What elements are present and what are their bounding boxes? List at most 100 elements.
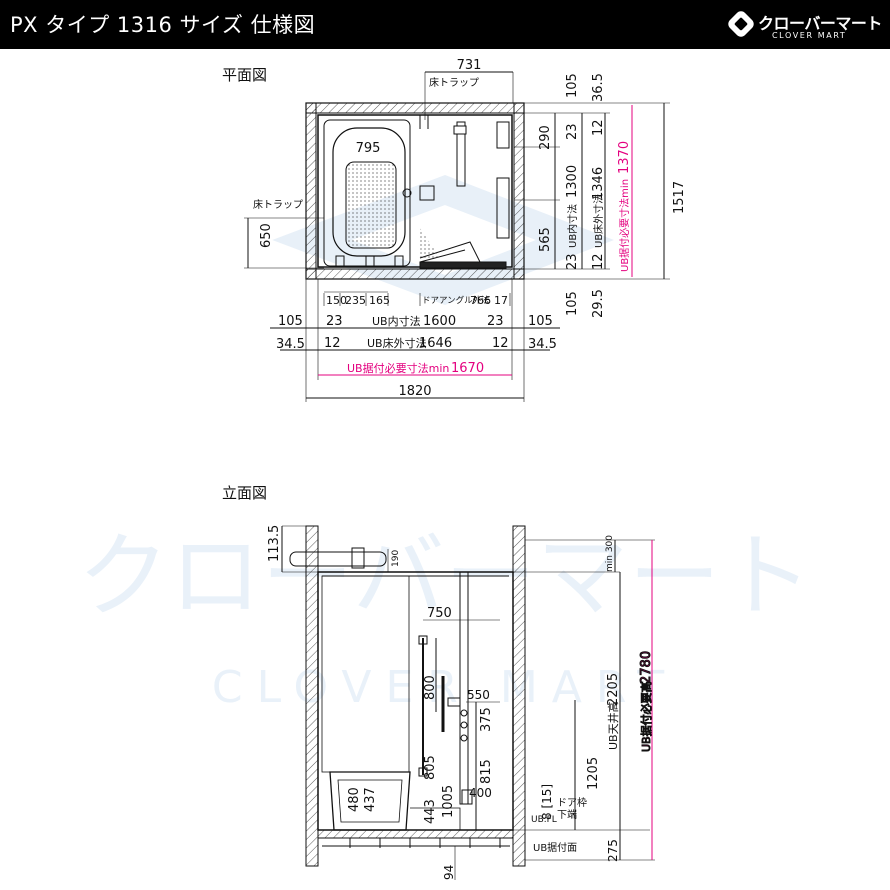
door-angle-label: ドアアングル外法 (422, 295, 490, 306)
dim-400: 400 (469, 786, 492, 800)
floor-trap-icon (419, 185, 435, 201)
plan-ub-inner (317, 114, 513, 268)
mixer-valve (447, 697, 461, 707)
dim-8-15: 8 [15] (540, 784, 554, 820)
ub-fl-label: UB.FL (531, 815, 557, 825)
bathtub-inner (337, 779, 403, 823)
elevation-view: 立面図 190 113.5 (222, 484, 655, 880)
dim-1205: 1205 (586, 757, 601, 790)
dim-23a: 23 (565, 123, 580, 140)
dim-731: 731 (457, 58, 482, 73)
dim-113-5: 113.5 (267, 525, 282, 562)
dim-36-5: 36.5 (591, 73, 606, 102)
dim-105d: 105 (528, 314, 553, 329)
dim-12a: 12 (591, 119, 606, 136)
ventilation-duct (289, 551, 387, 567)
plan-view: 平面図 731 床トラップ (222, 58, 687, 402)
tub-foot (365, 255, 375, 267)
ub-base-label: UB据付面 (533, 841, 577, 854)
dim-480: 480 (347, 787, 362, 812)
tub-foot (394, 255, 404, 267)
grab-bar-mount (418, 635, 428, 645)
floor-trap-label-left: 床トラップ (253, 198, 303, 211)
dim-805: 805 (423, 755, 438, 780)
dim-550: 550 (467, 688, 490, 702)
ub-floor-w-label: UB床外寸法 (367, 336, 427, 350)
dim-34-5a: 34.5 (276, 337, 305, 352)
valve-knob (460, 721, 468, 729)
dim-105c: 105 (278, 314, 303, 329)
dim-105a: 105 (565, 73, 580, 98)
step-line (410, 807, 461, 830)
dim-190: 190 (391, 550, 401, 567)
brand-logo: クローバーマート CLOVER MART (725, 8, 888, 44)
dim-105b: 105 (565, 291, 580, 316)
dim-23b: 23 (565, 253, 580, 270)
dim-1670: 1670 (451, 361, 484, 376)
valve-knob (460, 709, 468, 717)
watermark-sub: CLOVER MART (212, 662, 678, 713)
dim-1517: 1517 (672, 181, 687, 214)
elev-wall-left (305, 525, 319, 867)
dim-17: 17 (494, 294, 508, 307)
dim-29-5: 29.5 (591, 289, 606, 318)
ub-inner-label-v: UB内寸法 (566, 204, 579, 248)
dim-443: 443 (423, 799, 438, 824)
dim-23d: 23 (487, 314, 504, 329)
dim-150: 150 (326, 294, 347, 307)
dim-795: 795 (356, 141, 381, 156)
dim-94: 94 (442, 865, 456, 880)
shelf-bracket (461, 789, 473, 805)
logo-sub: CLOVER MART (772, 31, 847, 40)
floor-texture (420, 228, 440, 258)
dim-650: 650 (259, 223, 274, 248)
spec-drawing: クローバーマート CLOVER MART 平面図 (77, 58, 813, 880)
shower-bar-head (453, 125, 467, 135)
ub-min-w-label: UB据付必要寸法min (347, 361, 449, 375)
dim-min300: min 300 (605, 535, 615, 572)
header-bar: PX タイプ 1316 サイズ 仕様図 クローバーマート CLOVER MART (0, 0, 890, 49)
logo-name: クローバーマート (758, 14, 882, 33)
side-panel (496, 177, 510, 239)
dim-1346: 1346 (591, 167, 606, 200)
dim-12b: 12 (591, 253, 606, 270)
dim-2205: 2205 (606, 673, 621, 706)
dim-1820: 1820 (398, 384, 431, 399)
dim-23c: 23 (326, 314, 343, 329)
dim-1005: 1005 (441, 785, 456, 818)
elev-wall-right (512, 525, 526, 867)
door-swing (419, 241, 481, 263)
dim-1370: 1370 (617, 141, 632, 174)
elevation-title: 立面図 (222, 484, 267, 502)
clover-logo-icon (725, 8, 757, 40)
dim-437: 437 (363, 787, 378, 812)
bathtub-mat (345, 161, 397, 249)
dim-290: 290 (538, 125, 553, 150)
valve-knob (460, 734, 468, 742)
dim-1646: 1646 (419, 336, 452, 351)
page-title: PX タイプ 1316 サイズ 仕様図 (10, 13, 316, 37)
dim-12d: 12 (492, 336, 509, 351)
dim-235: 235 (345, 294, 366, 307)
door-sill (419, 261, 507, 269)
faucet (419, 115, 429, 129)
ub-ceiling-label: UB天井高 (606, 701, 620, 750)
dim-565: 565 (538, 227, 553, 252)
dim-2780: 2780 (639, 651, 654, 684)
plan-wall-top (305, 102, 525, 114)
plan-wall-bottom (305, 268, 525, 280)
plan-wall-right (513, 102, 525, 280)
dim-1300: 1300 (565, 165, 580, 198)
ub-min-label-v: UB据付必要寸法min (618, 179, 631, 272)
tub-foot (335, 255, 345, 267)
vent-unit (351, 547, 365, 569)
dim-766: 766 (470, 294, 491, 307)
dim-375: 375 (479, 707, 494, 732)
floor-trap-label-top: 床トラップ (429, 76, 479, 89)
ub-req-h-label: UB据付必要高 (639, 681, 653, 752)
dim-165: 165 (369, 294, 390, 307)
ub-inner-w-label: UB内寸法 (372, 314, 421, 328)
dim-1600: 1600 (423, 314, 456, 329)
dim-815: 815 (479, 759, 494, 784)
lower-end-label: 下端 (557, 808, 577, 821)
